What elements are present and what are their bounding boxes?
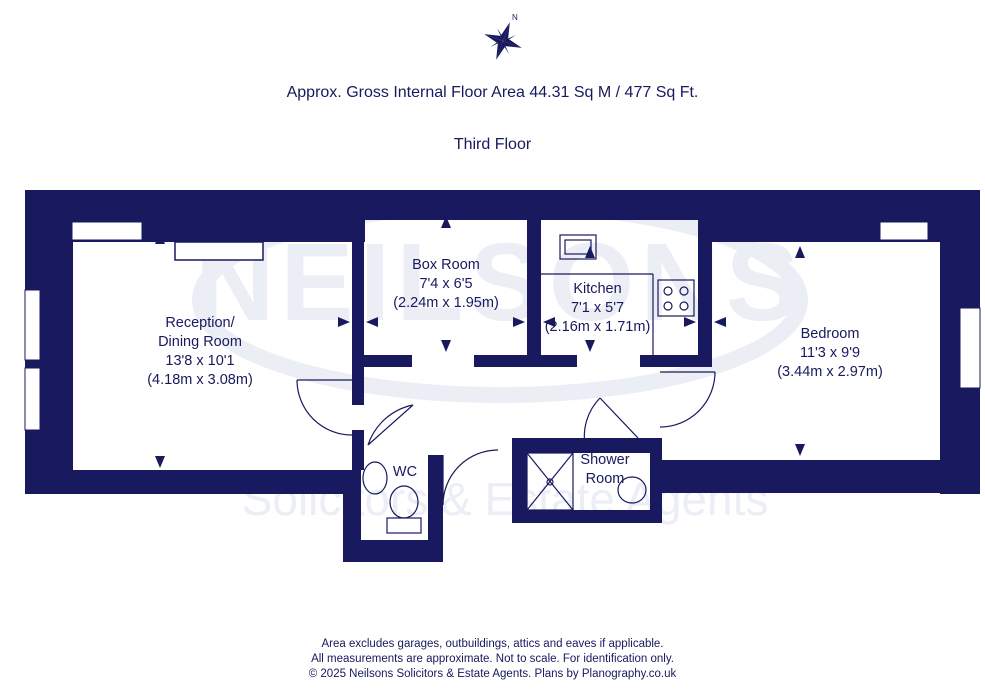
- room-label-box-room: Box Room 7'4 x 6'5 (2.24m x 1.95m): [376, 256, 516, 313]
- wc-name: WC: [392, 464, 418, 480]
- fireplace: [174, 241, 264, 261]
- shower-door: [583, 397, 639, 446]
- shower-name-line2: Room: [585, 471, 625, 487]
- copyright-line: © 2025 Neilsons Solicitors & Estate Agen…: [308, 668, 677, 680]
- reception-metric: (4.18m x 3.08m): [147, 372, 253, 388]
- compass-north-label: N: [512, 13, 518, 22]
- doors: [296, 371, 716, 506]
- wall-structure: [25, 190, 980, 562]
- room-label-bedroom: Bedroom 11'3 x 9'9 (3.44m x 2.97m): [760, 325, 900, 382]
- kitchen-sink-icon: [559, 234, 597, 260]
- disclaimer-line1: Area excludes garages, outbuildings, att…: [321, 638, 664, 650]
- shower-tray-icon: [526, 452, 574, 511]
- box-room-metric: (2.24m x 1.95m): [393, 295, 499, 311]
- bedroom-imperial: 11'3 x 9'9: [799, 345, 861, 361]
- shower-name-line1: Shower: [580, 452, 630, 468]
- reception-name-line2: Dining Room: [158, 334, 242, 350]
- reception-window-top: [71, 221, 143, 241]
- reception-name-line1: Reception/: [165, 315, 235, 331]
- windows: [24, 221, 981, 431]
- wc-door: [367, 404, 414, 446]
- kitchen-metric: (2.16m x 1.71m): [544, 319, 651, 335]
- bedroom-window-right: [959, 307, 981, 389]
- room-label-reception: Reception/ Dining Room 13'8 x 10'1 (4.18…: [120, 314, 280, 390]
- wc-fittings: [362, 461, 422, 534]
- bedroom-name: Bedroom: [800, 326, 860, 342]
- kitchen-name: Kitchen: [573, 281, 622, 297]
- room-label-kitchen: Kitchen 7'1 x 5'7 (2.16m x 1.71m): [540, 280, 655, 337]
- reception-window-left-lower: [24, 367, 41, 431]
- floor-name: Third Floor: [453, 136, 532, 153]
- disclaimer-line2: All measurements are approximate. Not to…: [311, 653, 674, 665]
- box-room-name: Box Room: [412, 257, 480, 273]
- box-room-imperial: 7'4 x 6'5: [419, 276, 473, 292]
- disclaimer: Area excludes garages, outbuildings, att…: [0, 637, 985, 682]
- bedroom-window-top: [879, 221, 929, 241]
- dimension-arrows: [55, 216, 956, 468]
- reception-window-left-upper: [24, 289, 41, 361]
- bedroom-door: [659, 371, 716, 428]
- hob-icon: [657, 279, 695, 317]
- wc-entry-door: [442, 449, 499, 506]
- room-label-shower-room: Shower Room: [572, 451, 638, 489]
- shower-fittings: [526, 452, 647, 511]
- floor-area-title: Approx. Gross Internal Floor Area 44.31 …: [286, 84, 699, 101]
- basin-icon: [362, 461, 388, 495]
- reception-imperial: 13'8 x 10'1: [165, 353, 235, 369]
- kitchen-imperial: 7'1 x 5'7: [570, 300, 625, 316]
- kitchen-fittings: [541, 234, 695, 355]
- shower-basin-icon: [617, 476, 647, 504]
- room-label-wc: WC: [385, 463, 425, 482]
- bedroom-metric: (3.44m x 2.97m): [777, 364, 883, 380]
- compass-icon: N: [484, 13, 522, 60]
- reception-door: [296, 379, 353, 436]
